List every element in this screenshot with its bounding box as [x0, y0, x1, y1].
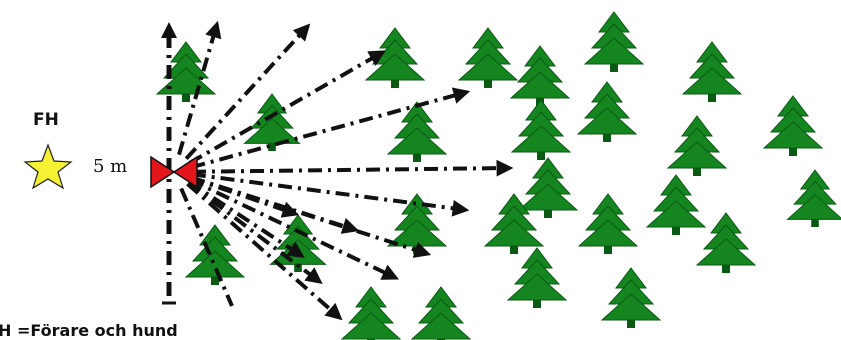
- bowtie-flag-icon: [151, 157, 197, 187]
- handler-label: FH: [33, 110, 59, 130]
- spruce-tree-icon: [459, 28, 517, 88]
- spruce-tree-icon: [508, 248, 566, 308]
- search-arrow: [192, 168, 510, 172]
- spruce-tree-icon: [578, 82, 636, 142]
- baseline-line: [161, 22, 177, 303]
- spruce-tree-icon: [647, 175, 705, 235]
- spruce-tree-icon: [697, 213, 755, 273]
- search-arrow: [192, 174, 466, 210]
- spruce-tree-icon: [157, 42, 215, 102]
- spruce-tree-icon: [186, 225, 244, 285]
- legend-text: H =Förare och hund: [0, 321, 178, 340]
- spruce-tree-icon: [342, 287, 400, 340]
- spruce-tree-icon: [519, 158, 577, 218]
- spruce-tree-icon: [579, 194, 637, 254]
- star-icon: [25, 145, 71, 188]
- forest: [157, 12, 841, 340]
- spruce-tree-icon: [512, 100, 570, 160]
- spruce-tree-icon: [668, 116, 726, 176]
- spruce-tree-icon: [764, 96, 822, 156]
- spruce-tree-icon: [602, 268, 660, 328]
- spruce-tree-icon: [511, 46, 569, 106]
- distance-label: 5 m: [93, 156, 127, 177]
- search-arrow: [190, 52, 383, 163]
- spruce-tree-icon: [585, 12, 643, 72]
- spruce-tree-icon: [787, 170, 841, 227]
- spruce-tree-icon: [683, 42, 741, 102]
- spruce-tree-icon: [412, 287, 470, 340]
